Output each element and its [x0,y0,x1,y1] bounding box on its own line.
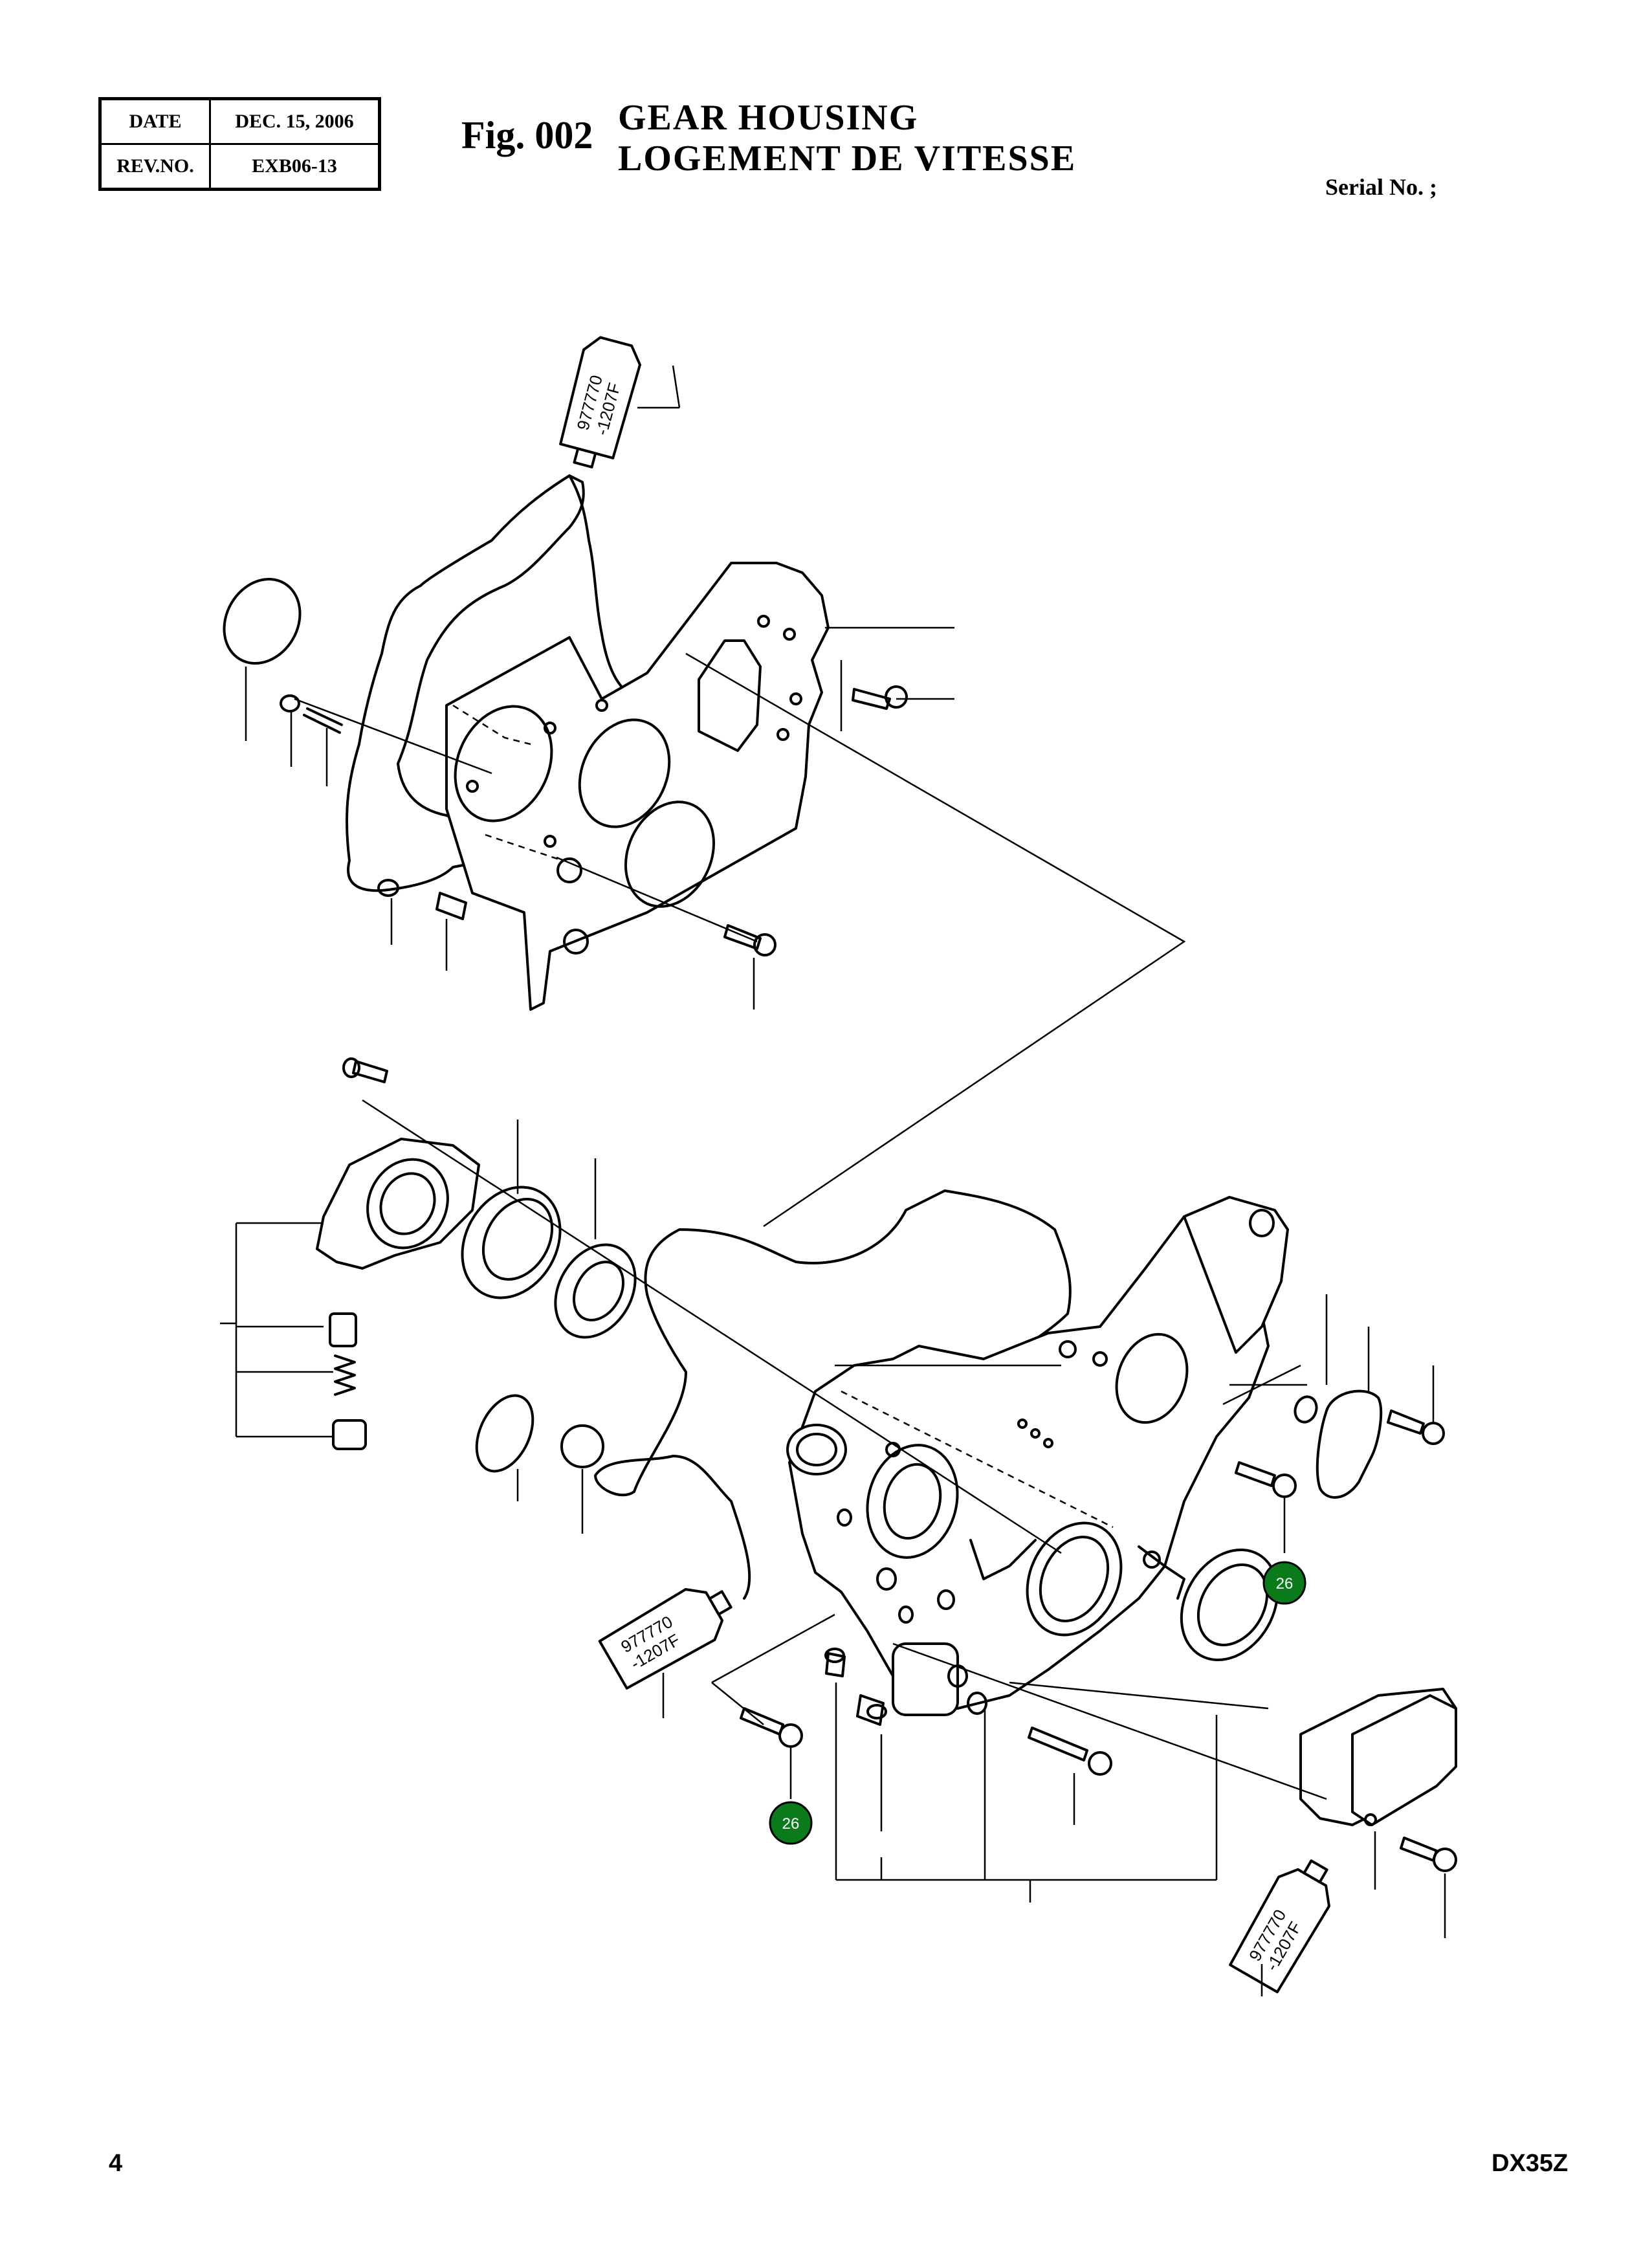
upper-center-bolt [723,924,762,950]
badge-label-2: 26 [782,1815,800,1833]
sealant-tube-top: 977770 -1207F [559,336,641,469]
title-english: GEAR HOUSING [618,98,919,138]
stud-bolt [306,707,343,726]
oil-seal [1180,1548,1279,1662]
small-o-ring [377,879,399,897]
rev-label: REV.NO. [99,143,211,190]
rear-cover [1351,1694,1457,1826]
date-label: DATE [99,98,211,145]
right-cover-plate [1316,1389,1383,1499]
outer-rotor [461,1186,562,1299]
page-number: 4 [109,2150,123,2177]
upper-small-parts [223,578,908,956]
washer [280,694,300,712]
lower-bracket-leaders [220,1099,1114,1725]
figure-number: Fig. 002 [461,114,593,157]
rev-value: EXB06-13 [209,143,380,190]
right-o-ring [1294,1395,1318,1424]
valve-piston [329,1312,357,1347]
upper-right-bolt [852,688,891,710]
dowel-pin [435,892,467,920]
o-ring [223,578,302,665]
cap [475,1394,534,1473]
rear-cover-bolt [1400,1837,1438,1862]
inner-rotor [554,1243,637,1339]
housing-bolt-long [1028,1727,1088,1761]
oil-pump-assembly [316,1057,637,1473]
upper-leader-lines [245,365,1186,1228]
cap-o-ring [560,1424,604,1468]
revision-info-table: DATE DEC. 15, 2006 REV.NO. EXB06-13 [98,97,381,191]
part-badge-26-left: 26 [769,1801,813,1845]
lower-gasket [594,1189,1072,1600]
right-cover-bolt [1387,1409,1425,1435]
part-badge-26-right: 26 [1262,1561,1306,1605]
lower-right-parts [892,1294,1457,1938]
model-code: DX35Z [1492,2150,1569,2177]
sealant-tube-left: 977770 -1207F [598,1588,732,1690]
lower-center-parts [740,1648,1218,1903]
timing-plate [445,562,830,1011]
sealant-tube-right: 977770 -1207F [1229,1859,1330,1994]
plug-2 [856,1694,885,1726]
pump-screw [352,1060,388,1083]
date-value: DEC. 15, 2006 [209,98,380,145]
valve-plug [332,1419,367,1450]
plug-1 [825,1652,846,1677]
serial-number-label: Serial No. ; [1325,174,1437,200]
badge-label-1: 26 [1276,1575,1294,1593]
valve-spring [334,1354,356,1396]
housing-bolt-right [1235,1461,1276,1487]
title-french: LOGEMENT DE VITESSE [618,138,1077,179]
